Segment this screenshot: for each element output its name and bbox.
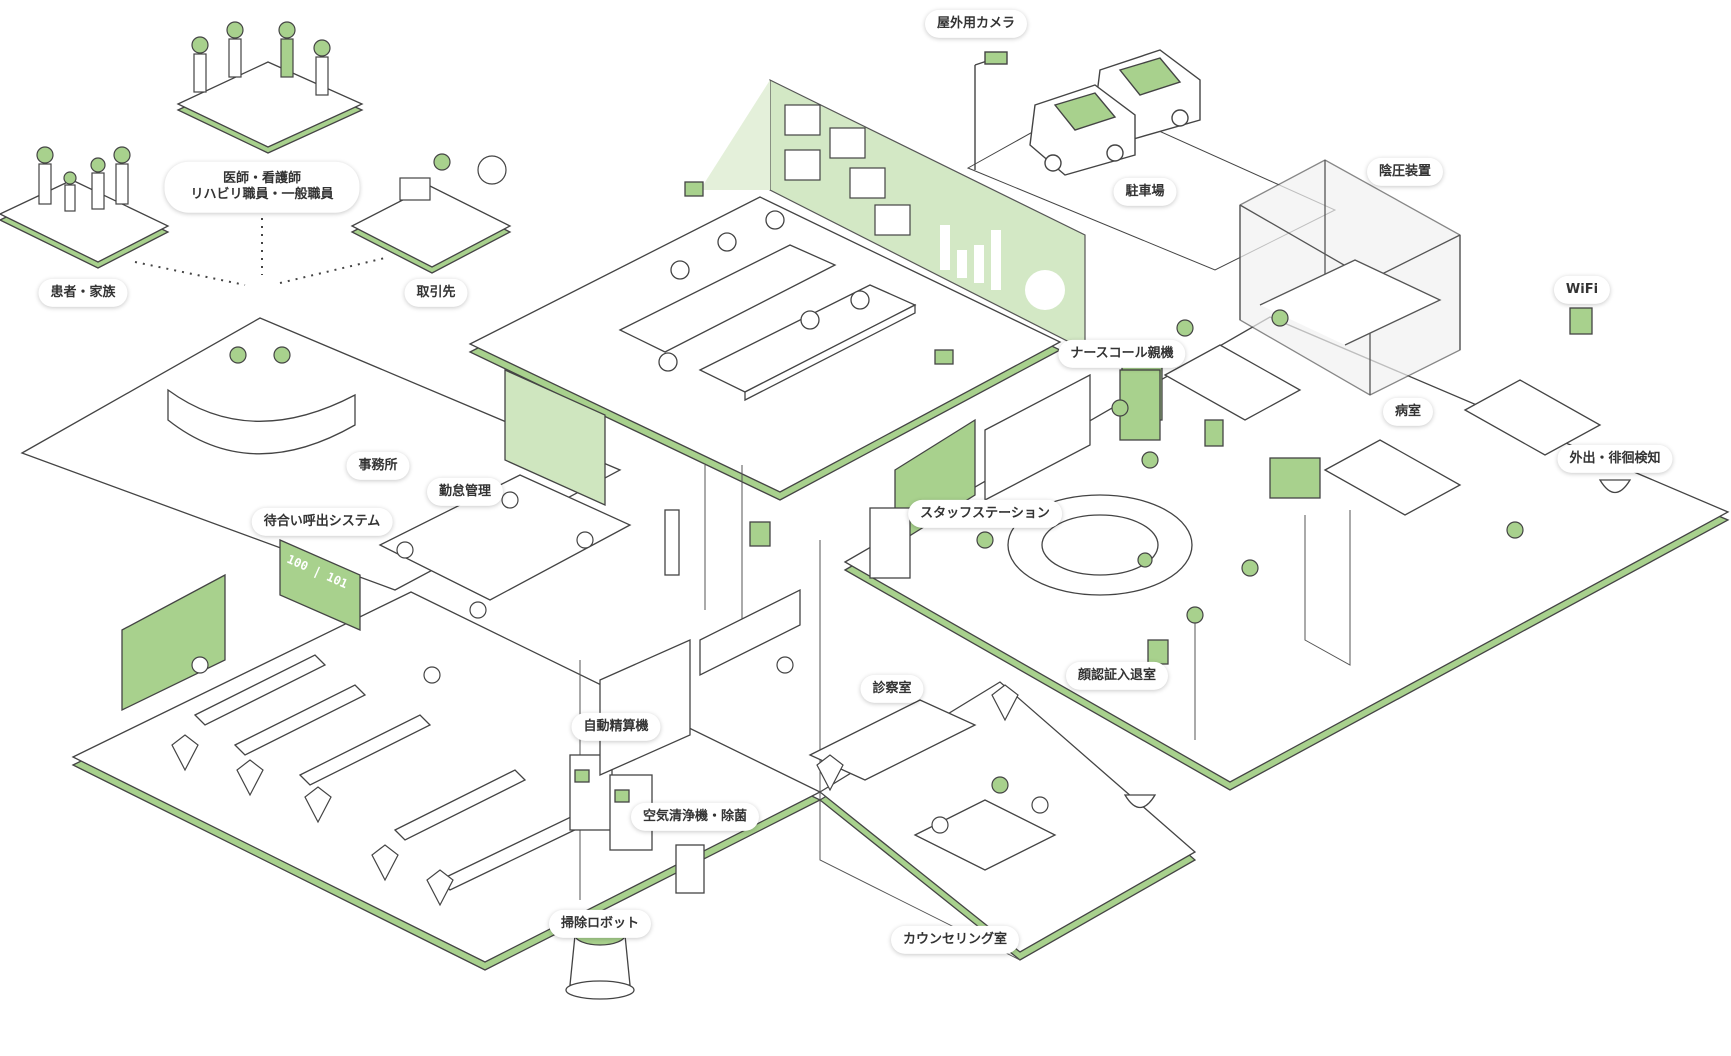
label-wander-detect: 外出・徘徊検知 — [1557, 444, 1673, 474]
air-purifier — [675, 844, 705, 894]
cart — [869, 507, 911, 579]
label-auto-pay: 自動精算機 — [571, 712, 661, 742]
label-staff-line1: 医師・看護師 — [222, 170, 302, 186]
shelving — [599, 638, 691, 777]
label-ward: 病室 — [1382, 397, 1434, 427]
label-patients: 患者・家族 — [38, 278, 128, 308]
nurse-call-button — [1204, 419, 1224, 447]
nurse-call-console — [1269, 457, 1321, 499]
label-air-purifier: 空気清浄機・除菌 — [630, 802, 760, 832]
label-suppliers: 取引先 — [404, 278, 468, 308]
label-office: 事務所 — [346, 451, 410, 481]
people — [36, 21, 1524, 834]
meeting-tables — [618, 210, 917, 402]
meeting-people — [658, 210, 870, 372]
reception-counter — [167, 388, 356, 455]
label-staff-station: スタッフステーション — [908, 499, 1062, 529]
exam-bed — [808, 699, 977, 781]
label-waiting-call: 待合い呼出システム — [251, 507, 393, 537]
negative-pressure-booth — [1239, 159, 1461, 396]
staff-figures — [191, 21, 331, 96]
label-outdoor-camera: 屋外用カメラ — [924, 9, 1028, 39]
label-staff-line2: リハビリ職員・一般職員 — [190, 187, 334, 202]
label-staff-group: 医師・看護師 リハビリ職員・一般職員 — [164, 161, 360, 213]
floor-suppliers-group — [350, 185, 512, 274]
counseling-table — [913, 799, 1057, 871]
wifi-access-point — [684, 181, 704, 197]
label-cleaning-robot: 掃除ロボット — [548, 909, 652, 939]
outdoor-camera-pole — [974, 51, 1008, 170]
wifi-router — [1569, 307, 1593, 335]
waiting-call-display — [279, 539, 361, 631]
office-area — [121, 368, 977, 781]
car — [1029, 84, 1136, 176]
label-counseling: カウンセリング室 — [890, 925, 1020, 955]
kiosk-stand — [664, 509, 680, 576]
wall-device — [749, 521, 771, 547]
label-attendance: 勤怠管理 — [426, 477, 504, 507]
label-nurse-call: ナースコール親機 — [1058, 339, 1186, 369]
face-auth-device — [1147, 639, 1169, 665]
label-exam-room: 診察室 — [860, 674, 924, 704]
supplier-figure — [399, 153, 451, 201]
ward-beds — [1163, 344, 1602, 516]
group-connectors — [134, 210, 386, 286]
label-negative-pressure: 陰圧装置 — [1366, 157, 1444, 187]
office-monitor — [504, 368, 606, 507]
video-wall — [700, 79, 1086, 351]
wifi-access-point — [934, 349, 954, 365]
label-face-auth: 顔認証入退室 — [1065, 661, 1169, 691]
patient-figures — [36, 146, 131, 212]
exam-partition — [699, 588, 801, 677]
office-figures — [191, 346, 1049, 834]
floor-patients-group — [0, 179, 170, 269]
floor-staff-group — [176, 61, 364, 154]
shelving — [984, 373, 1091, 502]
chart-on-wall — [940, 225, 1065, 310]
payment-machines — [569, 638, 705, 894]
waiting-benches — [193, 654, 587, 891]
plants — [171, 155, 1019, 907]
label-wifi: WiFi — [1553, 275, 1611, 305]
wander-sensor — [1598, 479, 1632, 494]
parking-cars — [1029, 49, 1201, 176]
label-parking: 駐車場 — [1113, 177, 1177, 207]
waiting-wall-display — [121, 573, 226, 712]
ceiling-sensor — [1123, 794, 1157, 809]
